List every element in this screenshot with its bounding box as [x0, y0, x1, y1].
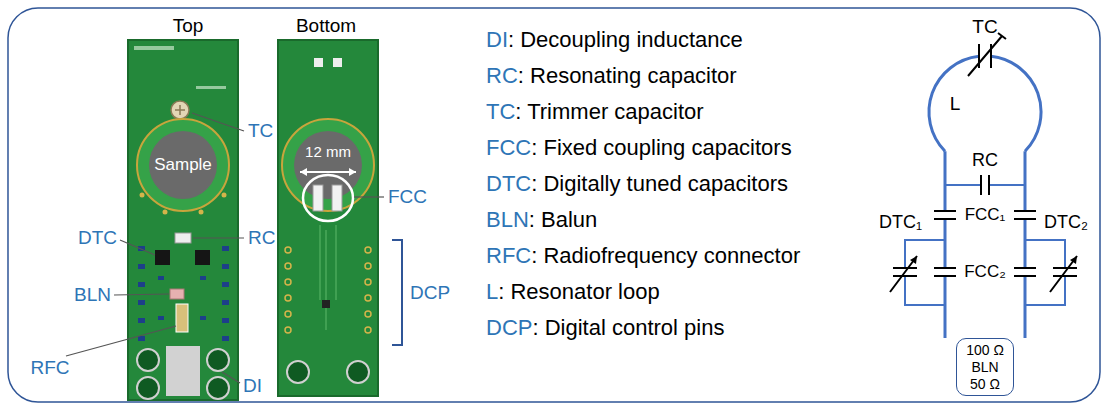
- key-description: : Balun: [529, 207, 598, 232]
- view-label: Top: [173, 15, 204, 37]
- key-description: : Resonator loop: [498, 279, 659, 304]
- leader-lines: [66, 113, 384, 383]
- key-description: : Decoupling inductance: [508, 27, 743, 52]
- key-description: : Trimmer capacitor: [515, 99, 703, 124]
- key-abbreviation: RFC: [486, 243, 531, 268]
- key-abbreviation: FCC: [486, 135, 531, 160]
- key-description: : Fixed coupling capacitors: [531, 135, 791, 160]
- key-description: : Radiofrequency connector: [531, 243, 800, 268]
- top-board: [128, 40, 238, 400]
- box-text: 100 Ω: [966, 342, 1004, 359]
- bottom-board: [278, 40, 378, 396]
- part-label: BLN: [74, 284, 111, 306]
- part-label: DTC: [78, 227, 117, 249]
- component-label: FCC₂: [964, 262, 1006, 282]
- box-text: BLN: [966, 359, 1004, 376]
- key-abbreviation: DTC: [486, 171, 531, 196]
- key-description: : Resonating capacitor: [518, 63, 737, 88]
- key-abbreviation: TC: [486, 99, 515, 124]
- key-description: : Digital control pins: [532, 315, 724, 340]
- key-description: : Digitally tuned capacitors: [531, 171, 788, 196]
- part-label: RFC: [30, 357, 69, 379]
- component-label: L: [950, 93, 961, 115]
- dimension: 12 mm: [305, 143, 351, 160]
- balun-box: 100 ΩBLN50 Ω: [956, 338, 1014, 396]
- box-text: 50 Ω: [966, 376, 1004, 393]
- part-label: FCC: [388, 186, 427, 208]
- frame: [8, 8, 1100, 402]
- component-label: DTC₂: [1044, 212, 1088, 233]
- part-label: DI: [243, 375, 262, 397]
- part-label: TC: [248, 120, 273, 142]
- component-label: DTC₁: [879, 212, 922, 233]
- view-label: Bottom: [296, 15, 356, 37]
- key-abbreviation: L: [486, 279, 498, 304]
- component-label: TC: [972, 16, 997, 38]
- key-abbreviation: DCP: [486, 315, 532, 340]
- part-label: DCP: [410, 282, 450, 304]
- key-abbreviation: BLN: [486, 207, 529, 232]
- sample-label: Sample: [154, 155, 212, 175]
- component-label: RC: [972, 150, 998, 171]
- key-abbreviation: RC: [486, 63, 518, 88]
- key-abbreviation: DI: [486, 27, 508, 52]
- schematic: [890, 33, 1077, 338]
- part-label: RC: [248, 227, 275, 249]
- component-label: FCC₁: [965, 205, 1006, 225]
- bracket: [392, 240, 402, 345]
